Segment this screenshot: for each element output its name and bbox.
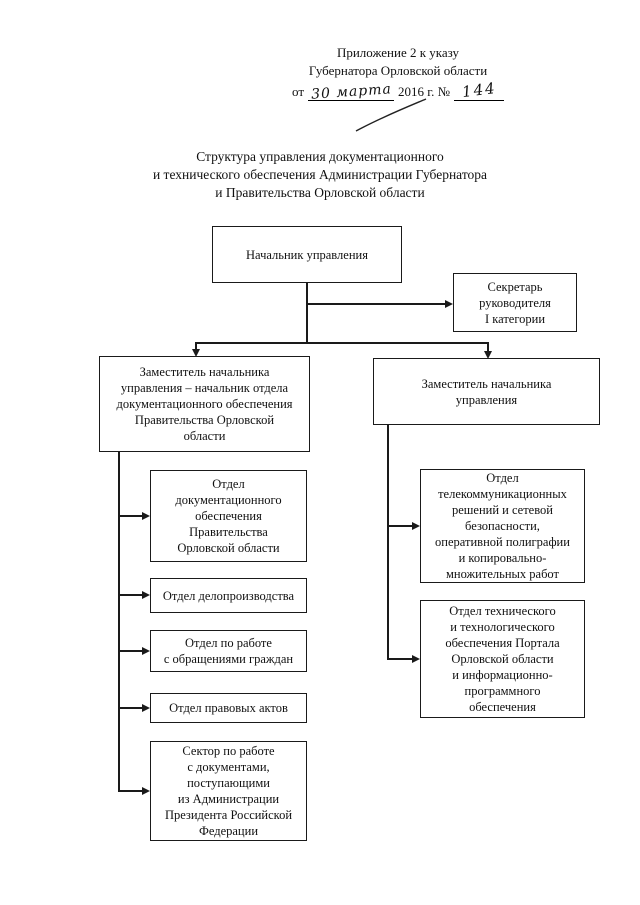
arrowhead-citizens-appeals [142,647,150,655]
line-branch-technical [387,658,413,660]
line-branch-telecom [387,525,413,527]
line-head-trunk [306,283,308,343]
annotation-block: Приложение 2 к указу Губернатора Орловск… [292,44,505,103]
line-branch-legal-acts [118,707,143,709]
line-branch-sector [118,790,143,792]
org-box-dept-citizens-appeals: Отдел по работе с обращениями граждан [150,630,307,672]
line-deputies-split [195,342,488,344]
arrowhead-legal-acts [142,704,150,712]
line-branch-citizens-appeals [118,650,143,652]
org-box-dept-telecom: Отдел телекоммуникационных решений и сет… [420,469,585,583]
arrowhead-technical [412,655,420,663]
document-title: Структура управления документационного и… [152,149,488,200]
date-blank: 30 марта [308,81,394,103]
arrowhead-sector [142,787,150,795]
line-tech-trunk [387,425,389,659]
org-box-deputy-docs: Заместитель начальника управления – нача… [99,356,310,452]
arrowhead-deputy-tech [484,351,492,359]
org-box-dept-recordkeeping: Отдел делопроизводства [150,578,307,613]
annotation-line-1: Приложение 2 к указу [336,45,460,60]
handwritten-number: 144 [460,78,498,102]
line-to-deputy-tech [487,342,489,352]
arrowhead-deputy-docs [192,349,200,357]
org-box-sector-president-admin: Сектор по работе с документами, поступаю… [150,741,307,841]
pen-flourish [355,98,427,132]
arrowhead-telecom [412,522,420,530]
org-box-deputy-tech: Заместитель начальника управления [373,358,600,425]
line-to-secretary [306,303,446,305]
annotation-line-2: Губернатора Орловской области [308,63,488,78]
org-box-dept-technical: Отдел технического и технологического об… [420,600,585,718]
org-box-dept-documentation: Отдел документационного обеспечения Прав… [150,470,307,562]
org-box-dept-legal-acts: Отдел правовых актов [150,693,307,723]
date-prefix: от [291,84,304,99]
line-docs-trunk [118,452,120,791]
line-branch-documentation [118,515,143,517]
org-box-head: Начальник управления [212,226,402,283]
org-box-secretary: Секретарь руководителя I категории [453,273,577,332]
line-to-deputy-docs [195,342,197,350]
line-branch-recordkeeping [118,594,143,596]
arrowhead-recordkeeping [142,591,150,599]
arrowhead-documentation [142,512,150,520]
date-middle: 2016 г. № [398,84,451,99]
arrowhead-secretary [445,300,453,308]
number-blank: 144 [454,78,505,102]
annotation-line-3: от 30 марта 2016 г. № 144 [292,79,505,103]
